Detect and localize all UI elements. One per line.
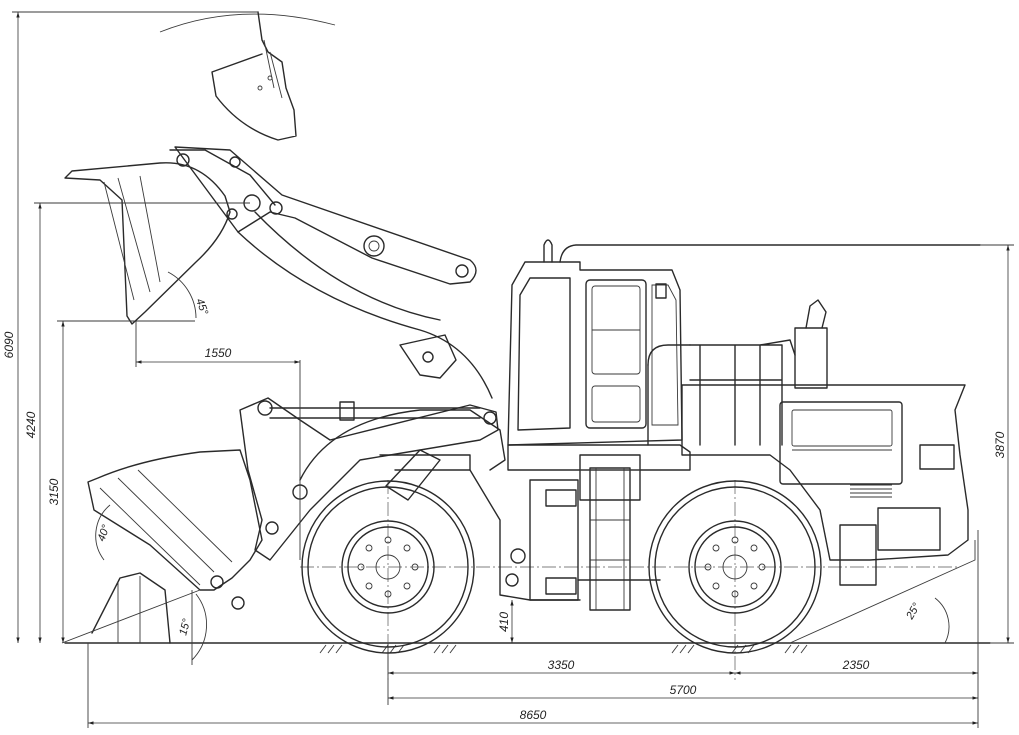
approach-angle-line [61, 589, 208, 665]
operator-cab [507, 239, 981, 501]
ground-line [64, 642, 991, 654]
dim-label-cab-height: 3870 [993, 431, 1007, 458]
dim-label-hinge-pin-height: 4240 [24, 411, 38, 438]
angle-label-dump: 45° [193, 297, 210, 317]
bucket-max-raised [159, 11, 336, 141]
angle-label-rollback: 40° [96, 523, 113, 543]
dim-label-center-to-rear-axle: 2350 [842, 658, 870, 672]
dim-label-overall-height: 6090 [2, 331, 16, 358]
dim-cab-height: 3870 [960, 244, 1014, 644]
dim-label-overall-length: 8650 [520, 708, 547, 722]
dim-label-ground-clearance: 410 [497, 612, 511, 632]
departure-angle-line [789, 540, 976, 644]
bucket-dump-position [64, 149, 276, 325]
dim-center-to-rear-axle: 2350 [735, 658, 978, 675]
angle-rollback: 40° [95, 504, 113, 561]
front-frame [299, 409, 581, 601]
dim-label-dump-reach: 1550 [205, 346, 232, 360]
dim-hinge-pin-height: 4240 [24, 202, 250, 643]
articulation-section [529, 467, 661, 611]
dim-label-front-axle-to-center: 3350 [548, 658, 575, 672]
dim-overall-length: 8650 [88, 708, 978, 725]
lift-arm-lowered [239, 397, 499, 561]
dim-label-dump-clearance: 3150 [47, 478, 61, 505]
angle-label-approach: 15° [177, 617, 193, 637]
dim-overall-height: 6090 [2, 11, 258, 643]
angle-label-departure: 25° [904, 601, 924, 623]
bucket-carry-position [87, 449, 263, 644]
dim-dump-clearance: 3150 [47, 320, 195, 643]
dim-front-axle-to-center: 3350 [388, 658, 735, 675]
dim-wheelbase: 5700 [388, 683, 978, 700]
dim-label-wheelbase: 5700 [670, 683, 697, 697]
dim-dump-reach: 1550 [135, 321, 301, 560]
rear-wheel [648, 480, 822, 654]
engine-hood [647, 299, 969, 586]
dim-ground-clearance: 410 [497, 600, 514, 643]
lift-arm-raised [174, 146, 493, 399]
angle-approach: 15° [177, 617, 193, 637]
angle-departure: 25° [904, 601, 924, 623]
angle-dump: 45° [167, 271, 210, 319]
